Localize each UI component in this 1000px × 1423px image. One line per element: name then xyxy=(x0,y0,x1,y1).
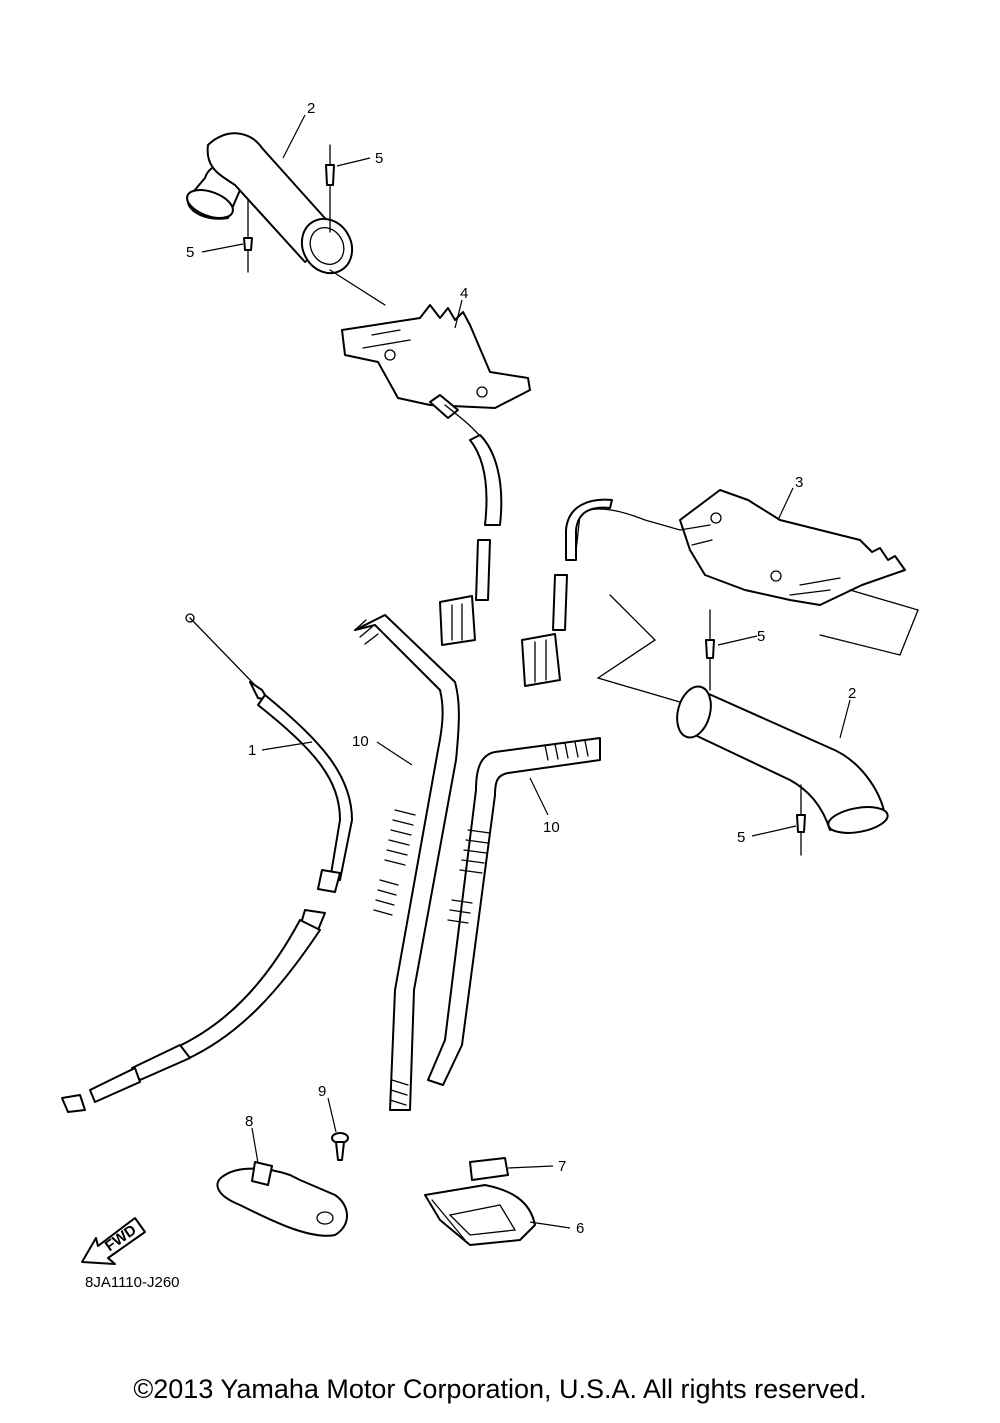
callout-5-top-left: 5 xyxy=(186,244,194,261)
grip-right-part xyxy=(676,685,889,834)
copyright-notice: ©2013 Yamaha Motor Corporation, U.S.A. A… xyxy=(133,1374,867,1404)
callout-4: 4 xyxy=(460,285,468,302)
callout-2-right: 2 xyxy=(848,685,856,702)
grip-top-part xyxy=(186,132,386,306)
handlebar-right-part xyxy=(427,737,601,1086)
forward-direction-arrow: FWD xyxy=(81,1217,146,1265)
callout-8: 8 xyxy=(245,1113,253,1130)
bracket-part xyxy=(424,1184,536,1246)
callout-10-left: 10 xyxy=(352,733,369,750)
screw-part xyxy=(331,1132,349,1161)
rivet-top-right xyxy=(325,144,335,233)
rivet-right-lower xyxy=(796,784,806,856)
callout-7: 7 xyxy=(558,1158,566,1175)
callout-2-top: 2 xyxy=(307,100,315,117)
callout-9: 9 xyxy=(318,1083,326,1100)
drawing-code: 8JA1110-J260 xyxy=(85,1274,180,1291)
leader-lines xyxy=(201,114,851,1229)
callout-6: 6 xyxy=(576,1220,584,1237)
callout-5-right-upper: 5 xyxy=(757,628,765,645)
throttle-cable-part xyxy=(61,613,353,1113)
pad-part xyxy=(469,1157,509,1181)
rivet-top-left xyxy=(243,199,253,273)
rivet-right-upper xyxy=(705,609,715,691)
callout-3: 3 xyxy=(795,474,803,491)
switch-housing-part xyxy=(216,1161,348,1237)
grip-heater-left-part xyxy=(341,304,531,646)
callout-10-right: 10 xyxy=(543,819,560,836)
grip-heater-right-part xyxy=(521,489,906,687)
callout-5-right-lower: 5 xyxy=(737,829,745,846)
callout-5-top-right: 5 xyxy=(375,150,383,167)
assembly-guide-outline xyxy=(596,589,919,706)
callout-1: 1 xyxy=(248,742,256,759)
handlebar-left-part xyxy=(354,614,460,1111)
